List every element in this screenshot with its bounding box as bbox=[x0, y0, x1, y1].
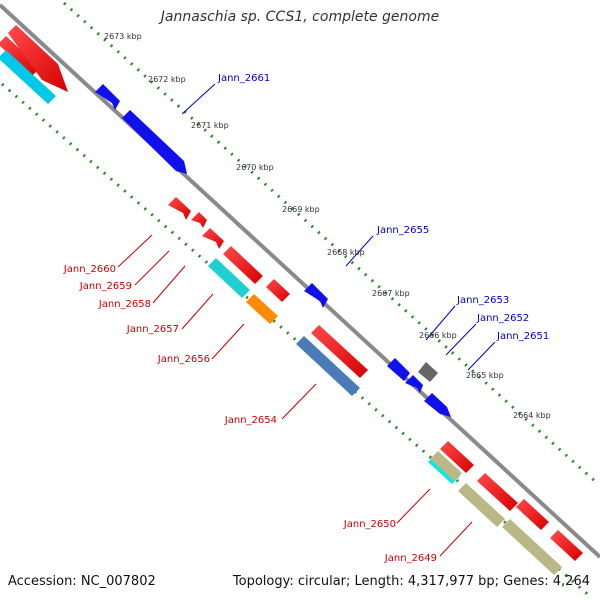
gene-feature-red-lower-3[interactable] bbox=[516, 499, 549, 530]
gene-feature-jann-2653[interactable] bbox=[387, 358, 410, 381]
gene-feature-jann-2657[interactable] bbox=[208, 258, 250, 298]
gene-feature-red-lower-4[interactable] bbox=[550, 530, 583, 561]
gene-label-reverse[interactable]: Jann_2660 bbox=[63, 264, 116, 275]
callout-jann-2652 bbox=[445, 323, 477, 356]
gene-label-reverse[interactable]: Jann_2657 bbox=[126, 324, 179, 335]
gene-feature-jann-2656-red[interactable] bbox=[223, 246, 263, 284]
gene-label-forward[interactable]: Jann_2655 bbox=[376, 225, 429, 236]
gene-feature-jann-2658[interactable] bbox=[202, 228, 224, 249]
gene-feature-jann-2654[interactable] bbox=[296, 336, 360, 396]
gene-callout-lines bbox=[117, 83, 496, 557]
gene-feature-cyan-top[interactable] bbox=[0, 50, 56, 104]
gene-feature-red-lower-1[interactable] bbox=[440, 441, 474, 473]
gene-feature-jann-2661[interactable] bbox=[95, 84, 120, 110]
gene-labels: Jann_2661Jann_2655Jann_2653Jann_2652Jann… bbox=[63, 73, 549, 564]
gene-label-forward[interactable]: Jann_2652 bbox=[476, 313, 529, 324]
gene-label-forward[interactable]: Jann_2651 bbox=[496, 331, 549, 342]
callout-jann-2649 bbox=[439, 521, 473, 557]
kbp-label: 2672 kbp bbox=[148, 75, 186, 84]
gene-label-reverse[interactable]: Jann_2658 bbox=[98, 299, 151, 310]
gene-feature-jann-2652[interactable] bbox=[405, 375, 423, 393]
gene-feature-jann-2659[interactable] bbox=[191, 212, 207, 228]
kbp-label: 2666 kbp bbox=[419, 331, 457, 340]
gene-label-reverse[interactable]: Jann_2656 bbox=[157, 354, 210, 365]
callout-jann-2654 bbox=[281, 383, 317, 420]
gene-feature-jann-2660[interactable] bbox=[168, 197, 191, 220]
kbp-label: 2671 kbp bbox=[191, 121, 229, 130]
callout-jann-2661 bbox=[181, 83, 216, 115]
callout-jann-2650 bbox=[396, 488, 431, 524]
callout-jann-2660 bbox=[117, 234, 153, 268]
callout-jann-2657 bbox=[181, 293, 214, 330]
gene-label-reverse[interactable]: Jann_2649 bbox=[384, 553, 437, 564]
gene-feature-olive-2[interactable] bbox=[502, 519, 562, 575]
kbp-label: 2670 kbp bbox=[236, 163, 274, 172]
gene-label-reverse[interactable]: Jann_2654 bbox=[224, 415, 277, 426]
gene-feature-red-top-1[interactable] bbox=[0, 36, 40, 76]
gene-feature-jann-2661b[interactable] bbox=[122, 110, 187, 174]
gene-features bbox=[0, 25, 583, 575]
genome-backbone bbox=[0, 3, 600, 559]
callout-jann-2653 bbox=[425, 305, 456, 341]
gene-feature-jann-2649[interactable] bbox=[458, 483, 505, 527]
kbp-label: 2669 kbp bbox=[282, 205, 320, 214]
kbp-label: 2664 kbp bbox=[513, 411, 551, 420]
callout-jann-2651 bbox=[467, 341, 496, 371]
map-title: Jannaschia sp. CCS1, complete genome bbox=[160, 9, 440, 25]
kbp-label: 2673 kbp bbox=[104, 32, 142, 41]
gene-feature-red-mid[interactable] bbox=[266, 279, 290, 302]
gene-feature-jann-2655[interactable] bbox=[304, 283, 328, 308]
callout-jann-2659 bbox=[134, 250, 170, 286]
gene-feature-red-top-2[interactable] bbox=[8, 25, 68, 92]
gene-feature-red-2654[interactable] bbox=[311, 325, 368, 378]
gene-label-forward[interactable]: Jann_2661 bbox=[217, 73, 270, 84]
gene-feature-jann-2651[interactable] bbox=[424, 393, 451, 417]
gene-feature-olive-1[interactable] bbox=[430, 451, 462, 481]
kbp-label: 2667 kbp bbox=[372, 289, 410, 298]
gene-feature-grey[interactable] bbox=[418, 362, 438, 382]
callout-jann-2656 bbox=[211, 323, 245, 360]
kbp-label: 2665 kbp bbox=[466, 371, 504, 380]
gene-label-reverse[interactable]: Jann_2650 bbox=[343, 519, 396, 530]
accession-label: Accession: NC_007802 bbox=[8, 574, 156, 589]
callout-jann-2655 bbox=[345, 235, 374, 267]
callout-jann-2658 bbox=[152, 265, 186, 304]
gene-feature-red-lower-2[interactable] bbox=[477, 473, 518, 511]
genome-summary-label: Topology: circular; Length: 4,317,977 bp… bbox=[232, 574, 590, 589]
gene-label-reverse[interactable]: Jann_2659 bbox=[79, 281, 132, 292]
gene-label-forward[interactable]: Jann_2653 bbox=[456, 295, 509, 306]
gene-feature-jann-2656[interactable] bbox=[246, 294, 278, 324]
kbp-label: 2668 kbp bbox=[327, 248, 365, 257]
kbp-tick-labels: 2673 kbp 2672 kbp 2671 kbp 2670 kbp 2669 kbp… bbox=[104, 32, 551, 420]
